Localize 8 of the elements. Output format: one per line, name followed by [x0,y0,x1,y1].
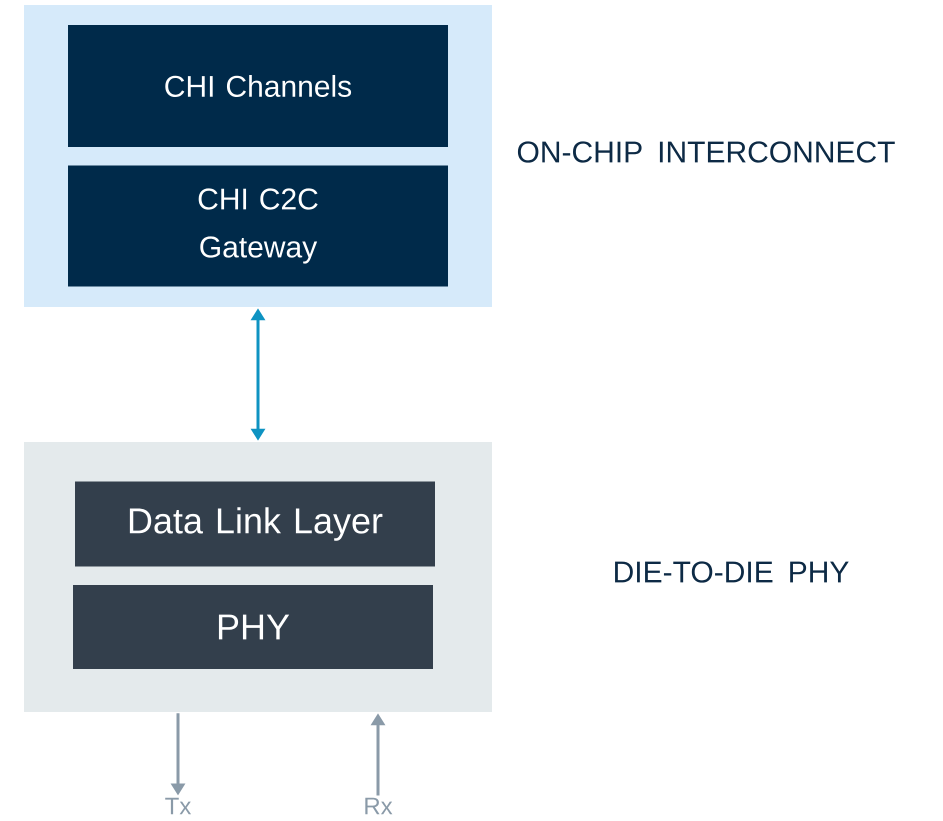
section-heading: ON-CHIP INTERCONNECT [518,141,895,163]
section-heading: DIE-TO-DIE PHY [615,561,849,583]
layer-box: CHI Channels [68,25,448,147]
layer-box: PHY [73,585,433,669]
layer-box: Data Link Layer [75,482,435,566]
signal-label: Tx [165,798,192,814]
signal-label: Rx [365,798,392,814]
layer-box: CHI C2C Gateway [68,166,448,286]
